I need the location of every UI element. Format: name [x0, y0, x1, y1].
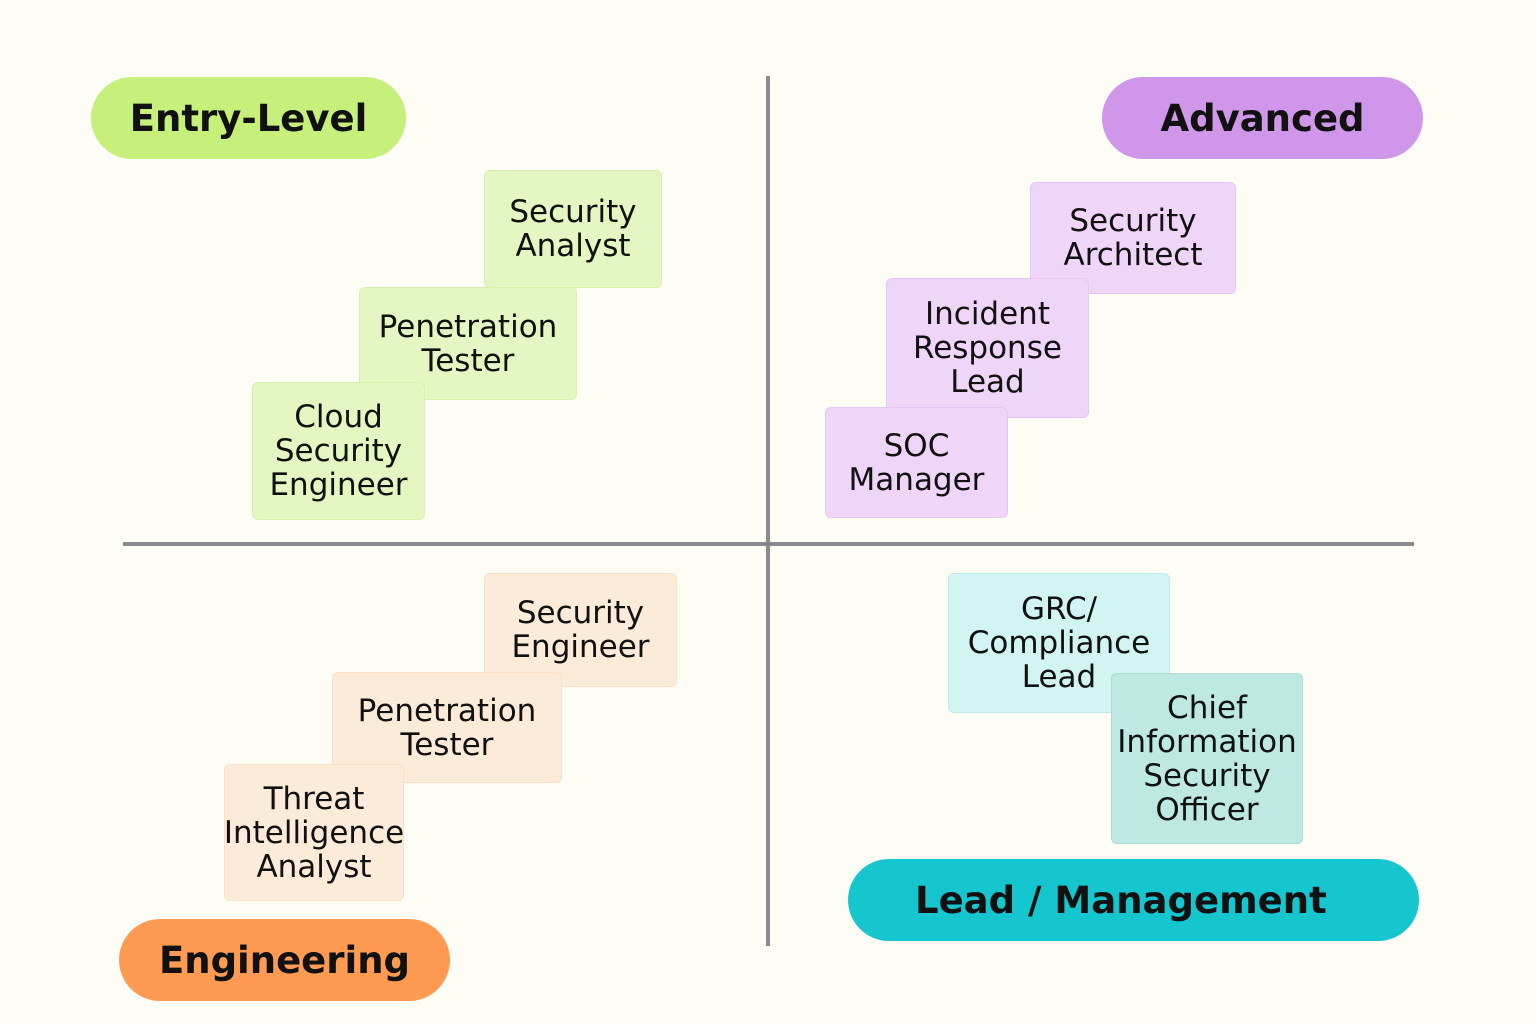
role-line: Penetration [357, 692, 537, 729]
vertical-divider [766, 76, 770, 946]
role-line: Security [1143, 757, 1271, 794]
engineering-label: Engineering [119, 919, 450, 1001]
role-line: Compliance [967, 625, 1151, 661]
role-line: Manager [848, 461, 985, 498]
role-line: Security [274, 433, 403, 469]
role-line: Security [1069, 203, 1197, 239]
role-line: Cloud [294, 399, 383, 435]
role-line: Incident [924, 296, 1050, 332]
role-line: Chief [1167, 689, 1247, 726]
role-line: Analyst [515, 228, 631, 264]
role-line: Lead [950, 364, 1025, 400]
role-line: Security [516, 595, 645, 631]
role-line: Tester [421, 342, 515, 379]
role-card-security-engineer: Security Engineer [484, 573, 677, 687]
role-card-soc-manager: SOC Manager [825, 407, 1008, 518]
role-line: Intelligence [223, 814, 405, 851]
role-line: Analyst [256, 848, 372, 885]
role-card-security-analyst: Security Analyst [484, 170, 662, 288]
role-card-threat-intelligence-analyst: Threat Intelligence Analyst [224, 764, 404, 901]
role-line: GRC/ [1020, 591, 1098, 627]
role-card-security-architect: Security Architect [1030, 182, 1236, 294]
role-line: Threat [263, 780, 365, 817]
role-card-grc-compliance-lead: GRC/ Compliance Lead [948, 573, 1170, 713]
role-line: Response [913, 330, 1062, 366]
role-line: Engineer [269, 467, 408, 503]
role-line: Security [509, 194, 637, 230]
role-line: Lead [1021, 659, 1097, 695]
role-line: Tester [400, 726, 494, 763]
role-card-incident-response-lead: Incident Response Lead [886, 278, 1089, 418]
role-line: Penetration [378, 308, 558, 345]
role-line: Information [1117, 723, 1297, 760]
horizontal-divider [123, 542, 1414, 546]
role-line: Engineer [511, 629, 650, 665]
role-line: Architect [1063, 237, 1203, 273]
advanced-label: Advanced [1102, 77, 1423, 159]
role-card-penetration-tester: Penetration Tester [359, 287, 577, 400]
role-card-cloud-security-engineer: Cloud Security Engineer [252, 382, 425, 520]
role-line: Officer [1155, 791, 1259, 828]
role-line: SOC [883, 427, 950, 464]
entry-level-label: Entry-Level [91, 77, 406, 159]
lead-management-label: Lead / Management [848, 859, 1419, 941]
role-card-chief-information-security-officer: Chief Information Security Officer [1111, 673, 1303, 844]
